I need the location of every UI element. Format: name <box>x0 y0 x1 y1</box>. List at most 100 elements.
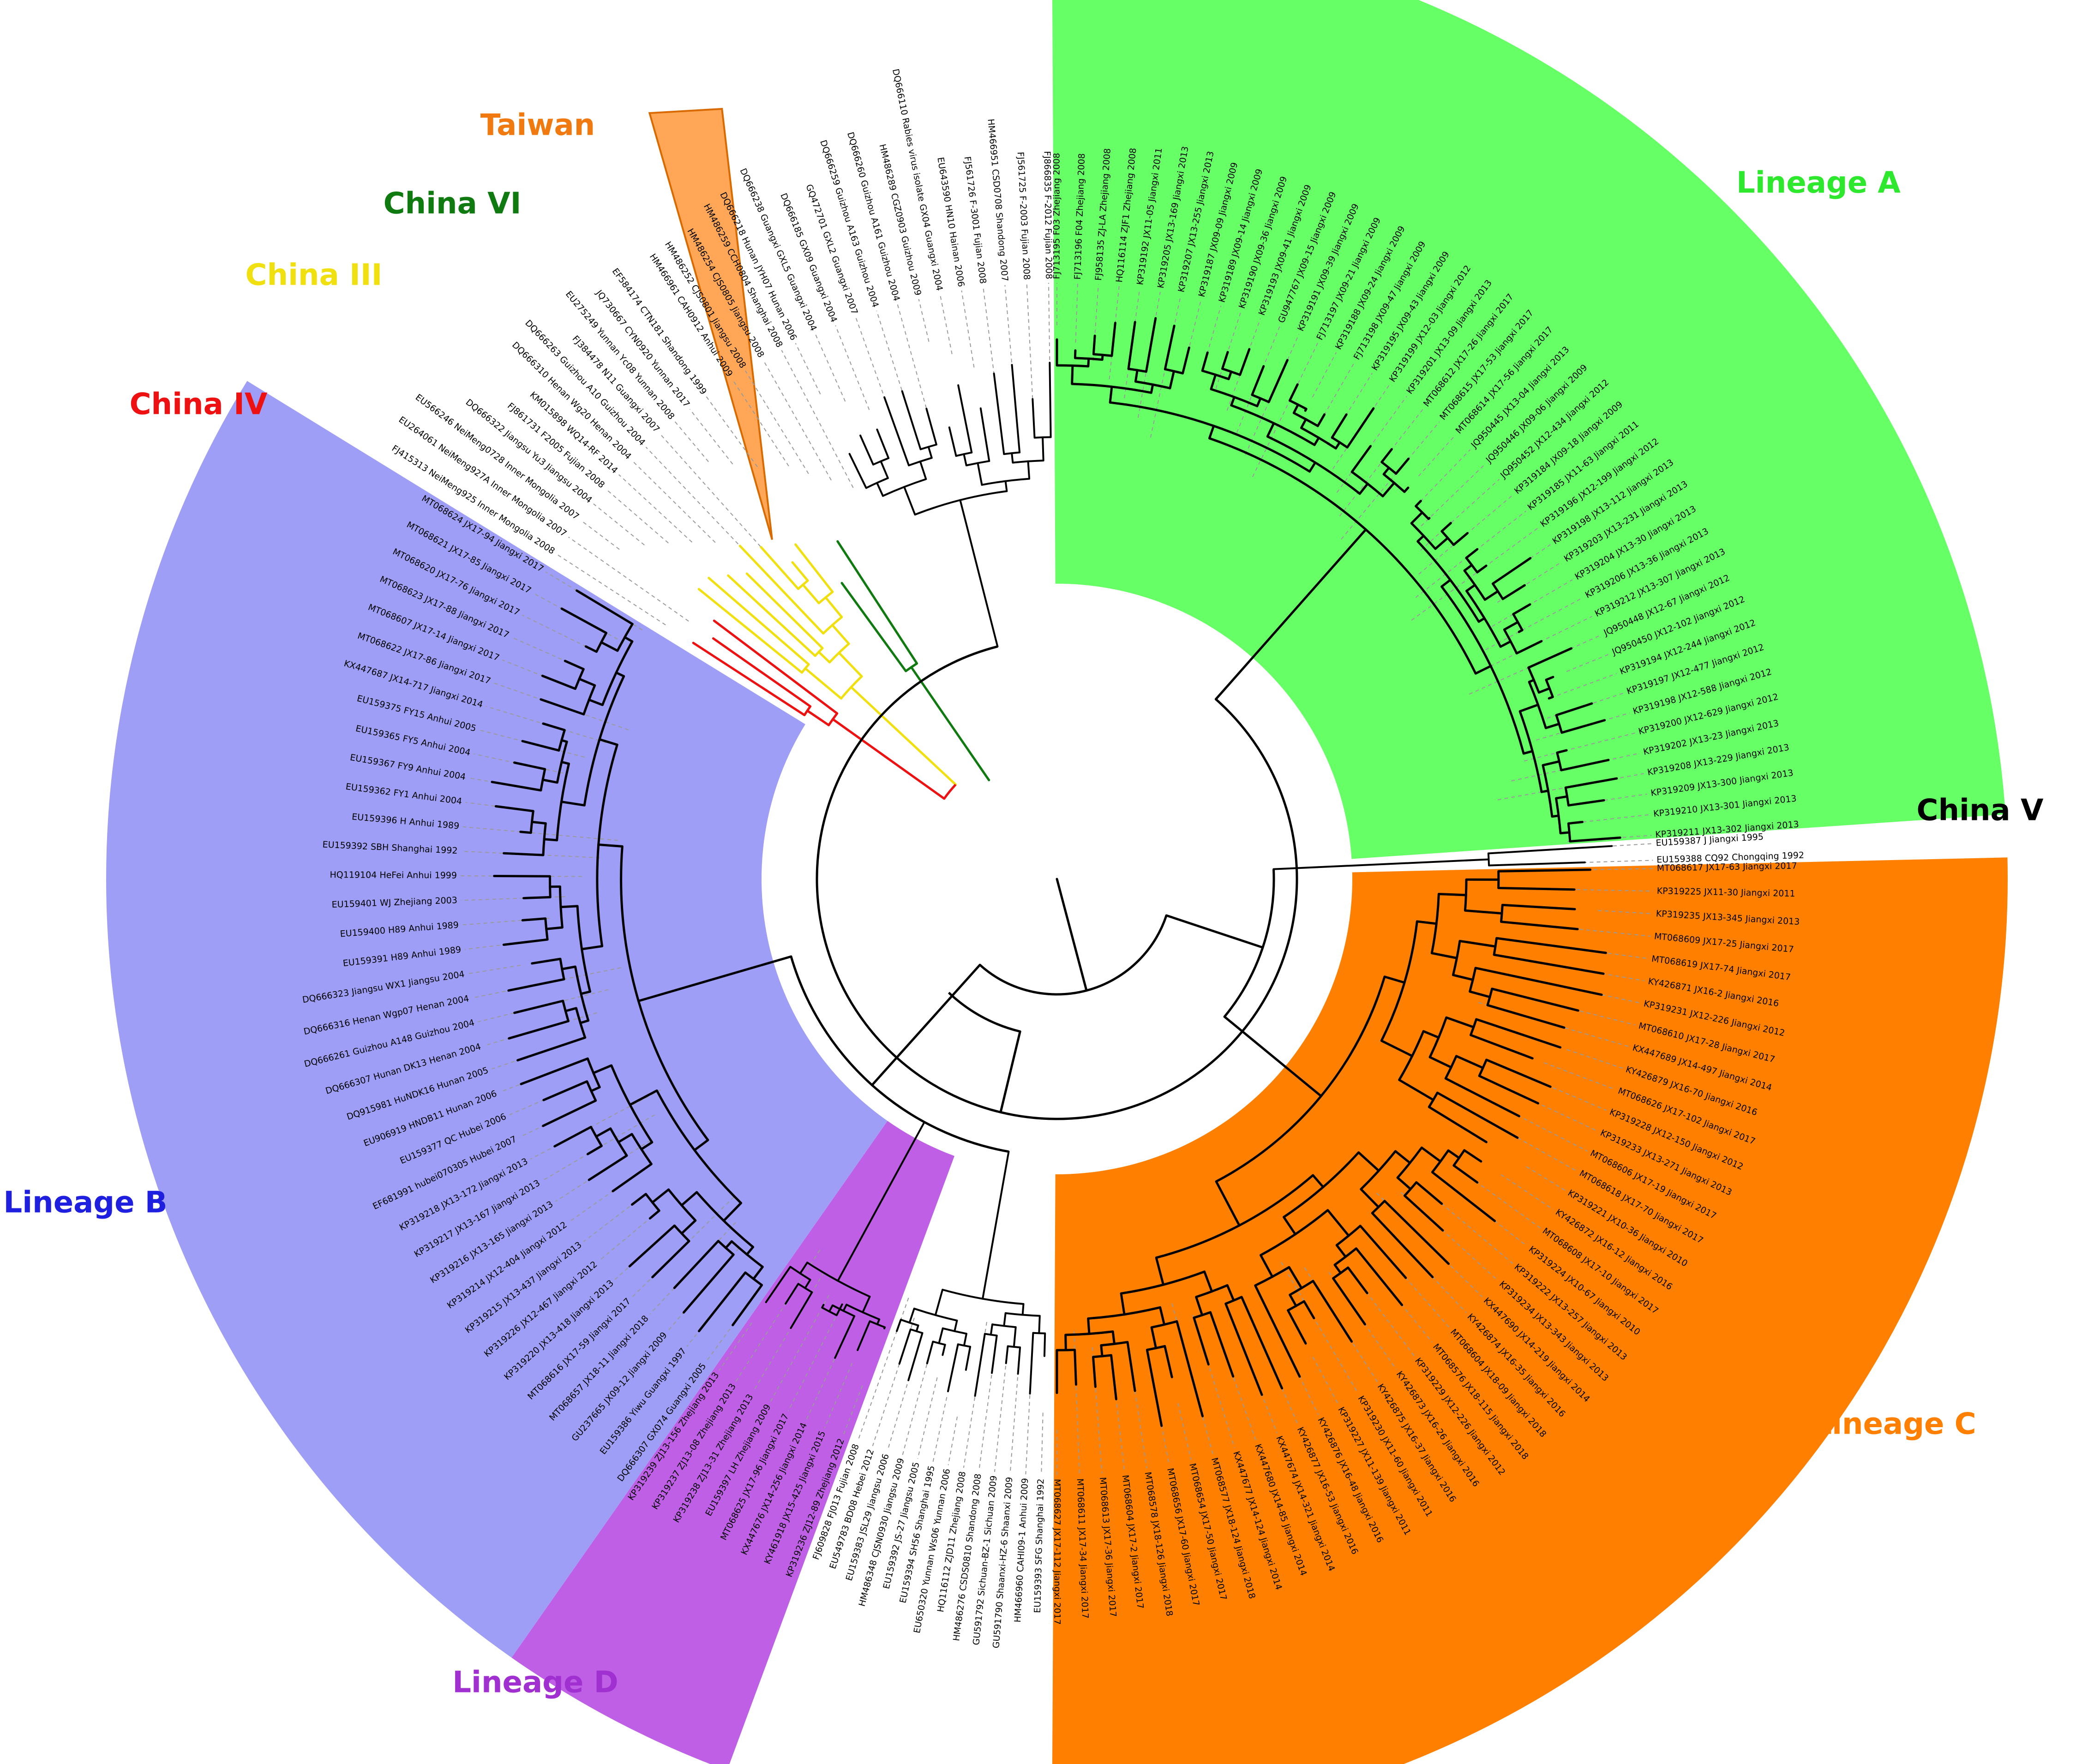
tree-branch <box>598 738 618 746</box>
leader-line <box>1177 1403 1192 1460</box>
tree-branch <box>1331 413 1348 439</box>
leader-line <box>1497 1084 1598 1131</box>
tree-branch <box>1474 967 1603 996</box>
leader-line <box>706 396 758 467</box>
leader-line <box>1583 814 1650 823</box>
leaf-label: FJ561725 F-2003 Fujian 2008 <box>1015 152 1032 281</box>
tree-branch <box>1476 564 1488 574</box>
tree-branch <box>615 671 625 678</box>
tree-branch <box>1100 1344 1104 1357</box>
tree-branch <box>1300 418 1307 429</box>
tree-branch <box>1537 687 1551 694</box>
tree-branch <box>837 1259 851 1282</box>
tree-branch <box>1308 461 1317 473</box>
leader-line <box>1579 928 1651 937</box>
tree-branch <box>1463 564 1473 572</box>
tree-branch <box>842 1304 848 1312</box>
tree-branch <box>1544 723 1560 730</box>
tree-branch <box>588 1154 628 1181</box>
leader-line <box>1132 1377 1147 1469</box>
leader-line <box>1025 1395 1031 1475</box>
leader-line <box>983 287 996 382</box>
tree-branch <box>1527 647 1573 669</box>
tree-branch <box>1005 1345 1009 1364</box>
tree-branch <box>840 582 907 672</box>
tree-branch <box>1287 1309 1307 1345</box>
tree-branch <box>1146 1349 1163 1427</box>
tree-branch <box>1056 878 1088 992</box>
tree-branch <box>541 675 576 690</box>
lineage-c-label: Lineage C <box>1813 1407 1976 1441</box>
tree-branch <box>954 1319 958 1332</box>
tree-branch <box>693 1139 709 1152</box>
leader-line <box>1009 1377 1019 1474</box>
tree-branch <box>1440 522 1452 532</box>
leader-line <box>580 520 620 550</box>
tree-branch <box>848 453 867 489</box>
tree-branch <box>866 701 957 786</box>
tree-branch <box>1518 629 1524 633</box>
tree-branch <box>1488 861 1586 867</box>
leader-line <box>502 659 544 677</box>
tree-branch <box>1266 422 1275 438</box>
tree-branch <box>1452 974 1474 981</box>
tree-branch <box>1428 1056 1452 1069</box>
tree-branch <box>1381 482 1396 497</box>
tree-branch <box>926 1340 934 1364</box>
leader-line <box>511 637 568 663</box>
tree-branch <box>640 1141 654 1151</box>
tree-branch <box>1528 679 1535 683</box>
leader-line <box>1500 887 1653 892</box>
leader-line <box>599 1220 647 1262</box>
leader-line <box>1189 300 1201 346</box>
tree-branch <box>969 538 999 648</box>
leader-line <box>593 503 645 546</box>
tree-branch <box>1415 500 1422 508</box>
tree-branch <box>1503 621 1519 631</box>
tree-branch <box>1567 799 1605 807</box>
leader-line <box>1526 1166 1566 1191</box>
tree-branch <box>697 588 803 674</box>
tree-branch <box>578 677 596 687</box>
leader-line <box>1075 283 1078 343</box>
leader-line <box>917 1377 938 1459</box>
tree-branch <box>802 583 820 604</box>
tree-branch <box>845 728 946 800</box>
tree-branch <box>1487 845 1613 855</box>
tree-branch <box>1347 1266 1368 1294</box>
tree-branch <box>1332 1277 1366 1326</box>
leader-line <box>583 1193 647 1242</box>
tree-branch <box>876 482 884 497</box>
tree-branch <box>727 574 816 657</box>
tree-branch <box>817 651 831 664</box>
tree-branch <box>542 1099 597 1127</box>
leader-line <box>1597 910 1652 915</box>
tree-branch <box>880 460 889 479</box>
tree-branch <box>1127 321 1136 370</box>
tree-branch <box>491 781 542 792</box>
tree-branch <box>1027 460 1031 480</box>
leader-line <box>762 360 832 481</box>
tree-branch <box>1011 452 1014 464</box>
tree-branch <box>901 390 922 450</box>
tree-branch <box>838 652 863 678</box>
tree-branch <box>624 636 634 643</box>
leader-line <box>1597 793 1647 802</box>
tree-branch <box>999 1030 1021 1113</box>
tree-branch <box>516 1036 587 1062</box>
tree-branch <box>680 1191 698 1207</box>
tree-branch <box>1145 317 1157 373</box>
tree-branch <box>1447 1149 1460 1160</box>
tree-branch <box>993 372 1005 455</box>
leader-line <box>887 1338 922 1451</box>
tree-branch <box>1230 396 1236 407</box>
leaf-label: DQ666110 Rabies virus isolate GX04 Guang… <box>890 68 945 292</box>
tree-branch <box>541 778 558 784</box>
tree-branch <box>1499 640 1512 648</box>
leader-line <box>522 615 593 651</box>
leader-line <box>1421 464 1486 526</box>
tree-branch <box>910 666 943 713</box>
tree-branch <box>698 1271 747 1333</box>
leader-line <box>1026 283 1034 413</box>
